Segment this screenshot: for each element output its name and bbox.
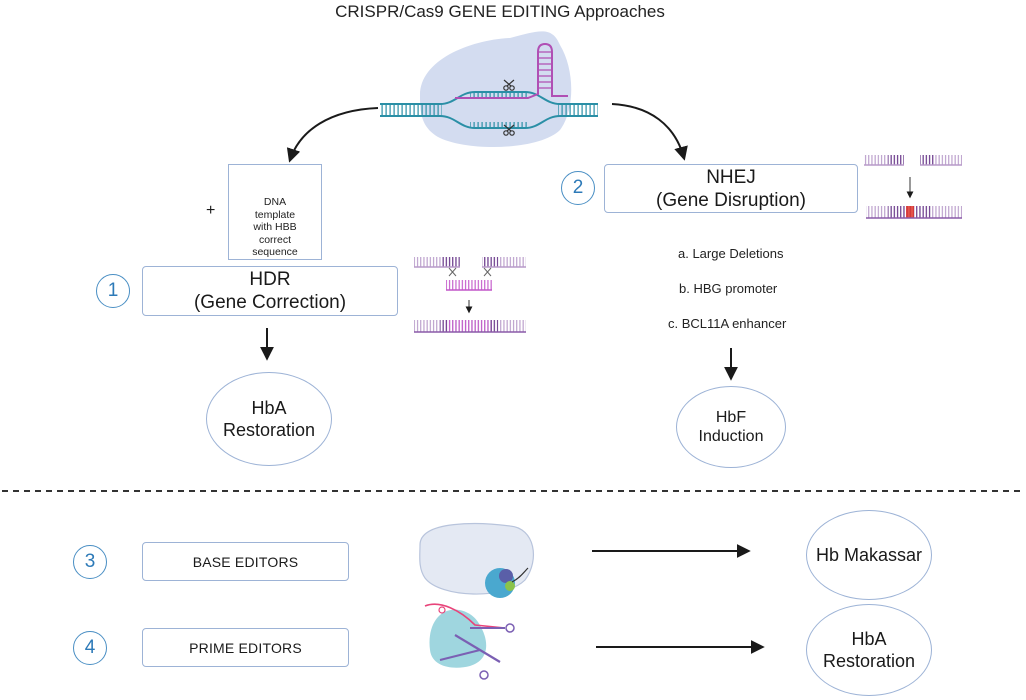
diagram-title: CRISPR/Cas9 GENE EDITING Approaches xyxy=(335,2,665,21)
step-number-4: 4 xyxy=(73,631,107,665)
step-number-3: 3 xyxy=(73,545,107,579)
nhej-outcome-ellipse: HbF Induction xyxy=(676,386,786,468)
arrow-to-nhej xyxy=(611,103,688,161)
base-editors-box: BASE EDITORS xyxy=(142,542,349,581)
prime-editors-box: PRIME EDITORS xyxy=(142,628,349,667)
hdr-subtitle: (Gene Correction) xyxy=(193,292,347,313)
prime-editor-illustration xyxy=(424,603,515,680)
scissors-icon xyxy=(503,79,515,136)
base-editors-outcome-ellipse: Hb Makassar xyxy=(806,510,932,600)
arrow-to-hdr xyxy=(286,107,379,163)
dna-template-label: DNA template with HBB correct sequence xyxy=(252,196,298,258)
hdr-box: HDR (Gene Correction) xyxy=(142,266,398,316)
nhej-repair-schematic xyxy=(864,155,962,219)
step-number-1: 1 xyxy=(96,274,130,308)
prime-editors-outcome-ellipse: HbA Restoration xyxy=(806,604,932,696)
nhej-target-a: a. Large Deletions xyxy=(678,246,784,261)
base-editor-illustration xyxy=(419,523,534,598)
nhej-subtitle: (Gene Disruption) xyxy=(656,189,806,211)
dna-template-box: DNA template with HBB correct sequence xyxy=(228,164,322,260)
nhej-box: NHEJ (Gene Disruption) xyxy=(604,164,858,213)
nhej-target-b: b. HBG promoter xyxy=(679,281,778,296)
prime-editors-label: PRIME EDITORS xyxy=(189,639,302,656)
plus-sign: + xyxy=(206,202,216,219)
base-editors-label: BASE EDITORS xyxy=(192,553,299,570)
nhej-title: NHEJ xyxy=(706,166,756,188)
hdr-outcome-ellipse: HbA Restoration xyxy=(206,372,332,466)
step-number-2: 2 xyxy=(561,171,595,205)
hdr-title: HDR xyxy=(249,269,291,290)
nhej-target-c: c. BCL11A enhancer xyxy=(668,316,787,331)
hdr-repair-schematic xyxy=(414,257,526,333)
cas9-complex-illustration xyxy=(380,31,598,148)
